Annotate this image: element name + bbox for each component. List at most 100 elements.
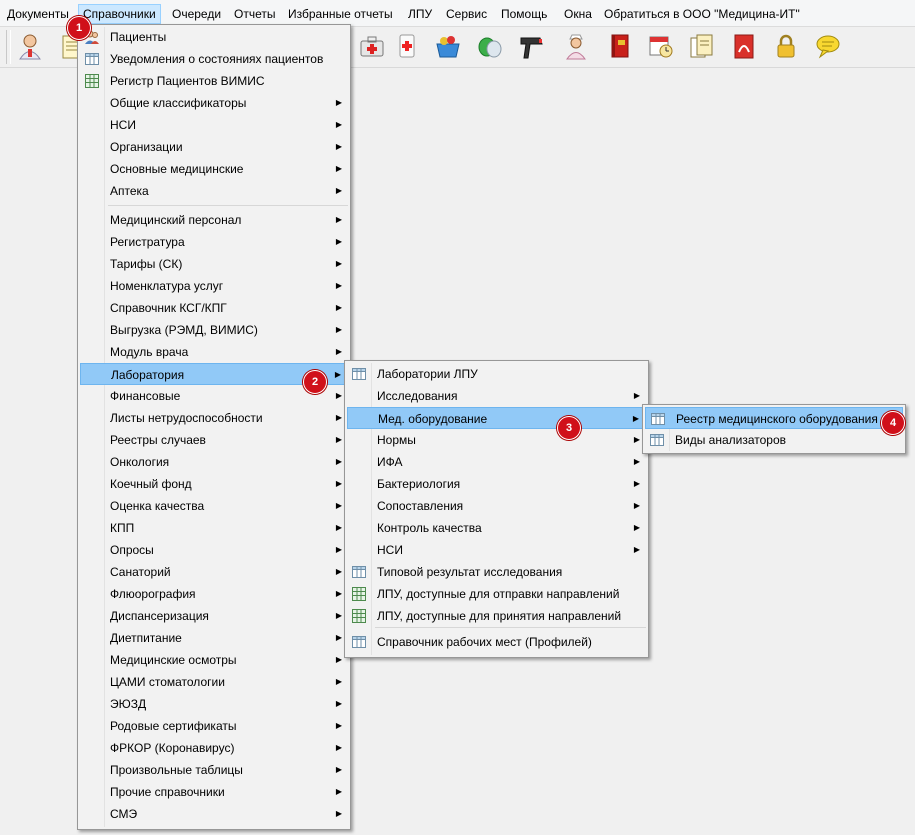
menu-item-label: Санаторий <box>110 565 171 579</box>
submenu-arrow-icon: ▶ <box>335 164 342 173</box>
menu-item[interactable]: ЭЮЗД▶ <box>80 693 348 715</box>
menu-item[interactable]: Модуль врача▶ <box>80 341 348 363</box>
toolbar-button-2[interactable] <box>356 31 388 63</box>
menu-item[interactable]: Родовые сертификаты▶ <box>80 715 348 737</box>
menu-item[interactable]: ЦАМИ стоматологии▶ <box>80 671 348 693</box>
menu-item[interactable]: Реестры случаев▶ <box>80 429 348 451</box>
submenu-arrow-icon: ▶ <box>335 281 342 290</box>
submenu-arrow-icon: ▶ <box>335 413 342 422</box>
menubar-item-5[interactable]: ЛПУ <box>408 7 433 21</box>
menubar-item-7[interactable]: Помощь <box>501 7 548 21</box>
toolbar-button-0[interactable] <box>14 31 46 63</box>
menu-item-label: Общие классификаторы <box>110 96 247 110</box>
menu-item[interactable]: Исследования▶ <box>347 385 646 407</box>
menu-item-label: ИФА <box>377 455 403 469</box>
menu-item[interactable]: Санаторий▶ <box>80 561 348 583</box>
toolbar-button-9[interactable] <box>645 31 677 63</box>
menubar-item-9[interactable]: Обратиться в ООО "Медицина-ИТ" <box>604 7 800 21</box>
menu-item[interactable]: Коечный фонд▶ <box>80 473 348 495</box>
menubar-item-8[interactable]: Окна <box>564 7 592 21</box>
menu-item[interactable]: Типовой результат исследования <box>347 561 646 583</box>
menu-item-label: Коечный фонд <box>110 477 192 491</box>
menu-item[interactable]: СМЭ▶ <box>80 803 348 825</box>
menu-item-label: Медицинские осмотры <box>110 653 237 667</box>
menu-item[interactable]: Тарифы (СК)▶ <box>80 253 348 275</box>
menu-item-label: Диспансеризация <box>110 609 209 623</box>
menu-item[interactable]: Опросы▶ <box>80 539 348 561</box>
menubar-item-4[interactable]: Избранные отчеты <box>288 7 393 21</box>
menu-item-label: Листы нетрудоспособности <box>110 411 263 425</box>
menu-item[interactable]: Общие классификаторы▶ <box>80 92 348 114</box>
menu-item[interactable]: ФРКОР (Коронавирус)▶ <box>80 737 348 759</box>
menu-item[interactable]: Финансовые▶ <box>80 385 348 407</box>
toolbar-button-8[interactable] <box>604 31 636 63</box>
toolbar-button-11[interactable] <box>728 31 760 63</box>
menu-item[interactable]: Реестр медицинского оборудования <box>645 407 903 429</box>
menu-item[interactable]: НСИ▶ <box>80 114 348 136</box>
menu-item[interactable]: Виды анализаторов <box>645 429 903 451</box>
toolbar-button-12[interactable] <box>770 31 802 63</box>
menu-item[interactable]: Онкология▶ <box>80 451 348 473</box>
menu-item-label: Регистратура <box>110 235 185 249</box>
menu-item[interactable]: Прочие справочники▶ <box>80 781 348 803</box>
menu-item[interactable]: Сопоставления▶ <box>347 495 646 517</box>
menu-item[interactable]: Диспансеризация▶ <box>80 605 348 627</box>
submenu-arrow-icon: ▶ <box>633 391 640 400</box>
menu-item[interactable]: Основные медицинские▶ <box>80 158 348 180</box>
menubar-item-0[interactable]: Документы <box>7 7 69 21</box>
menu-item[interactable]: ЛПУ, доступные для принятия направлений <box>347 605 646 627</box>
menubar-item-6[interactable]: Сервис <box>446 7 488 21</box>
toolbar-button-5[interactable] <box>474 31 506 63</box>
menu-item[interactable]: ЛПУ, доступные для отправки направлений <box>347 583 646 605</box>
toolbar-button-6[interactable] <box>516 31 548 63</box>
menu-item[interactable]: Оценка качества▶ <box>80 495 348 517</box>
table-icon <box>351 366 367 382</box>
submenu-arrow-icon: ▶ <box>335 699 342 708</box>
toolbar-grip[interactable] <box>6 30 11 64</box>
submenu-arrow-icon: ▶ <box>335 589 342 598</box>
menu-item[interactable]: Лаборатория▶ <box>80 363 348 385</box>
step-badge-4: 4 <box>881 411 905 435</box>
table-icon <box>351 564 367 580</box>
menu-item-label: Организации <box>110 140 183 154</box>
menu-item[interactable]: КПП▶ <box>80 517 348 539</box>
submenu-arrow-icon: ▶ <box>335 120 342 129</box>
toolbar-button-3[interactable] <box>392 31 424 63</box>
menu-item[interactable]: Регистр Пациентов ВИМИС <box>80 70 348 92</box>
menu-item-label: Справочник рабочих мест (Профилей) <box>377 635 592 649</box>
submenu-arrow-icon: ▶ <box>633 545 640 554</box>
submenu-arrow-icon: ▶ <box>335 677 342 686</box>
menu-item-label: Справочник КСГ/КПГ <box>110 301 227 315</box>
table-icon <box>84 51 100 67</box>
menu-item[interactable]: Организации▶ <box>80 136 348 158</box>
menu-item[interactable]: ИФА▶ <box>347 451 646 473</box>
toolbar-button-13[interactable] <box>812 31 844 63</box>
menu-item[interactable]: Флюорография▶ <box>80 583 348 605</box>
menu-item[interactable]: Медицинские осмотры▶ <box>80 649 348 671</box>
menu-item[interactable]: Номенклатура услуг▶ <box>80 275 348 297</box>
menu-item[interactable]: Аптека▶ <box>80 180 348 202</box>
menu-item[interactable]: Диетпитание▶ <box>80 627 348 649</box>
menu-item[interactable]: Медицинский персонал▶ <box>80 209 348 231</box>
menubar-item-2[interactable]: Очереди <box>172 7 222 21</box>
menu-item[interactable]: Контроль качества▶ <box>347 517 646 539</box>
menubar-item-3[interactable]: Отчеты <box>234 7 276 21</box>
menu-item[interactable]: Листы нетрудоспособности ▶ <box>80 407 348 429</box>
toolbar-button-7[interactable] <box>560 31 592 63</box>
menu-item[interactable]: Справочник КСГ/КПГ▶ <box>80 297 348 319</box>
toolbar-button-10[interactable] <box>686 31 718 63</box>
toolbar-button-4[interactable] <box>432 31 464 63</box>
menu-item[interactable]: Произвольные таблицы▶ <box>80 759 348 781</box>
menu-item[interactable]: Уведомления о состояниях пациентов <box>80 48 348 70</box>
menu-item[interactable]: Пациенты <box>80 26 348 48</box>
menu-item[interactable]: Лаборатории ЛПУ <box>347 363 646 385</box>
menu-item[interactable]: Бактериология▶ <box>347 473 646 495</box>
submenu-arrow-icon: ▶ <box>335 787 342 796</box>
menu-item[interactable]: Регистратура▶ <box>80 231 348 253</box>
menubar-item-1[interactable]: Справочники <box>78 4 161 24</box>
menu-item[interactable]: НСИ▶ <box>347 539 646 561</box>
menu-item[interactable]: Справочник рабочих мест (Профилей) <box>347 631 646 653</box>
menu-item[interactable]: Нормы▶ <box>347 429 646 451</box>
menu-item[interactable]: Выгрузка (РЭМД, ВИМИС)▶ <box>80 319 348 341</box>
menu-item[interactable]: Мед. оборудование▶ <box>347 407 646 429</box>
